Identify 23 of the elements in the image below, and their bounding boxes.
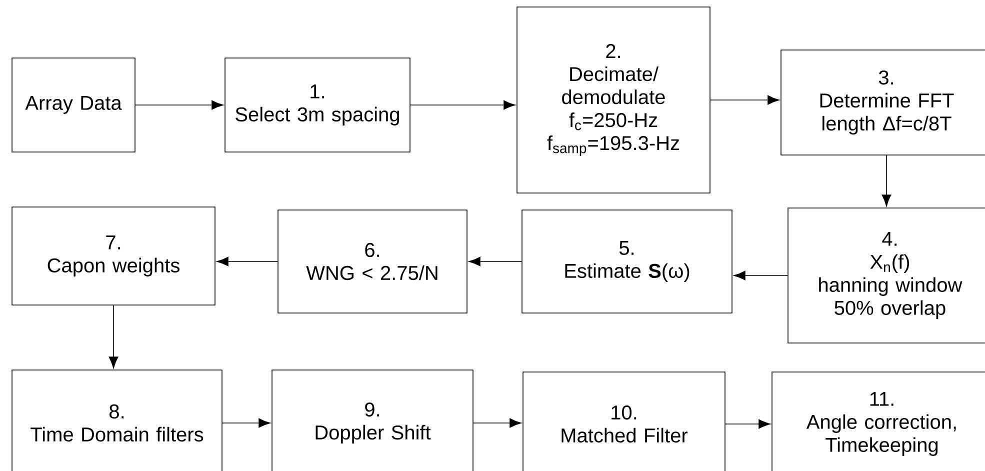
arrow xyxy=(108,305,118,368)
arrow xyxy=(725,419,770,429)
arrow xyxy=(882,155,892,206)
arrow xyxy=(222,418,270,428)
process-box: 3. Determine FFT length Δf=c/8T xyxy=(780,50,985,156)
process-box: 7. Capon weights xyxy=(12,206,216,306)
process-box: 11. Angle correction, Timekeeping xyxy=(772,372,985,471)
arrow xyxy=(216,256,278,266)
process-box: 8. Time Domain filters xyxy=(12,370,222,471)
arrow xyxy=(734,270,788,280)
process-box: 6. WNG < 2.75/N xyxy=(278,210,468,314)
process-box: 4. X$_{n}$(f) hanning window 50% overlap xyxy=(788,208,985,344)
process-box: 2. Decimate/ demodulate f$_{c}$=250-Hz f$_{samp}$=195.3-Hz xyxy=(516,6,710,194)
process-box: 9. Doppler Shift xyxy=(272,370,474,471)
arrow xyxy=(710,95,780,105)
arrow xyxy=(468,256,522,266)
arrow xyxy=(410,100,516,110)
process-box: 10. Matched Filter xyxy=(522,372,726,471)
arrow xyxy=(135,100,224,110)
process-box: 1. Select 3m spacing xyxy=(224,58,410,152)
arrow xyxy=(473,418,522,428)
process-box: 5. Estimate S(ω) xyxy=(522,210,732,314)
process-box: Array Data xyxy=(12,58,136,152)
